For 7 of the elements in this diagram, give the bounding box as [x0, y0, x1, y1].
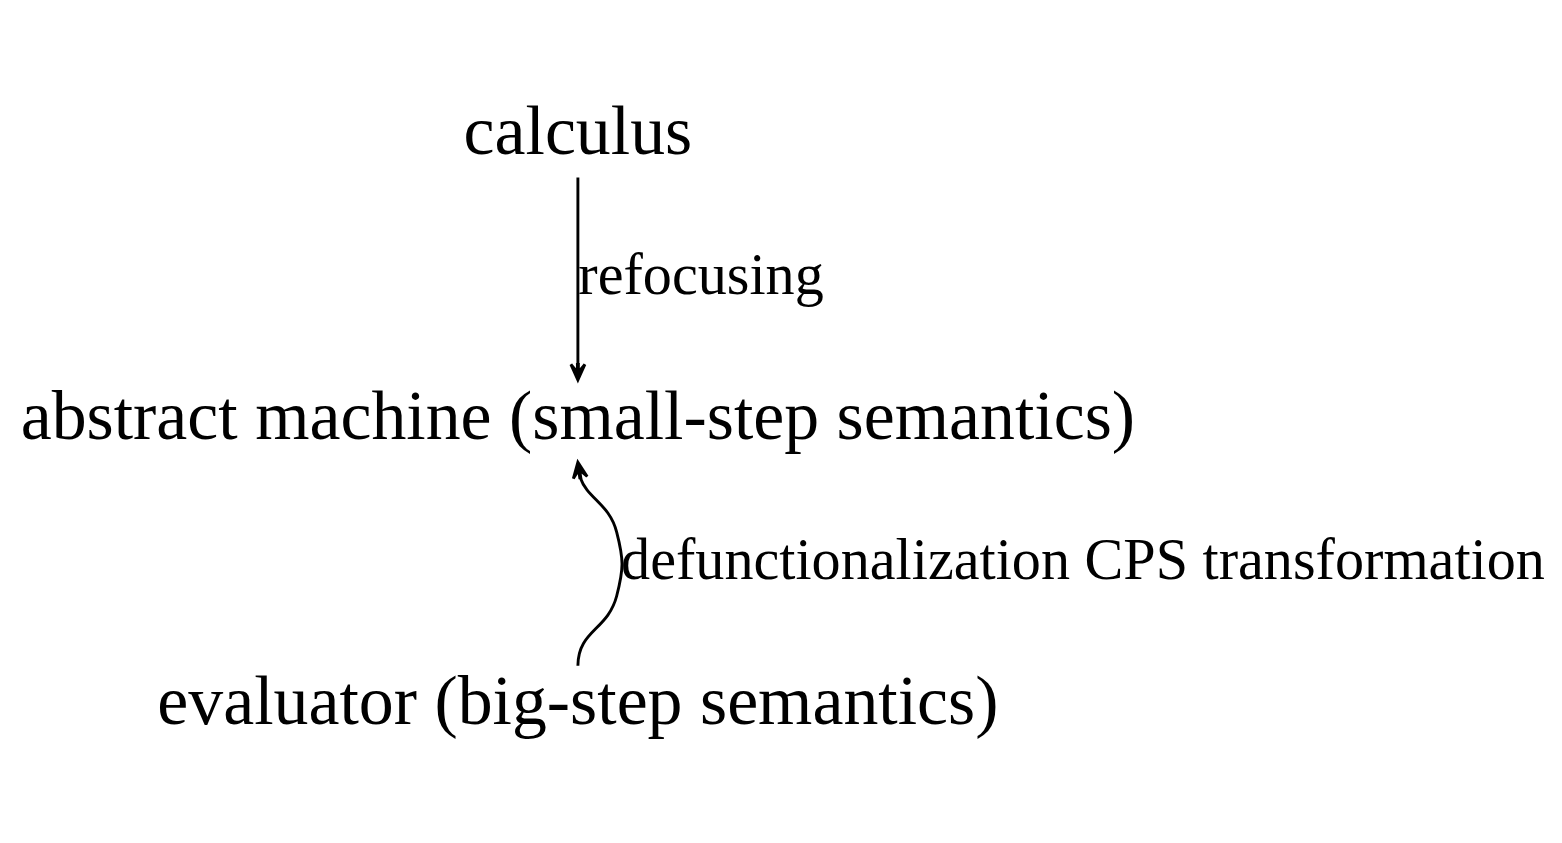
node-text: calculus: [463, 91, 693, 169]
node-text: abstract machine (small-step semantics): [20, 376, 1136, 454]
arrow: [571, 460, 624, 666]
edge-label: refocusing: [578, 241, 824, 307]
node-text: evaluator (big-step semantics): [157, 661, 999, 739]
arrow: [569, 177, 587, 382]
edge-label: defunctionalization CPS transformation: [621, 526, 1545, 592]
